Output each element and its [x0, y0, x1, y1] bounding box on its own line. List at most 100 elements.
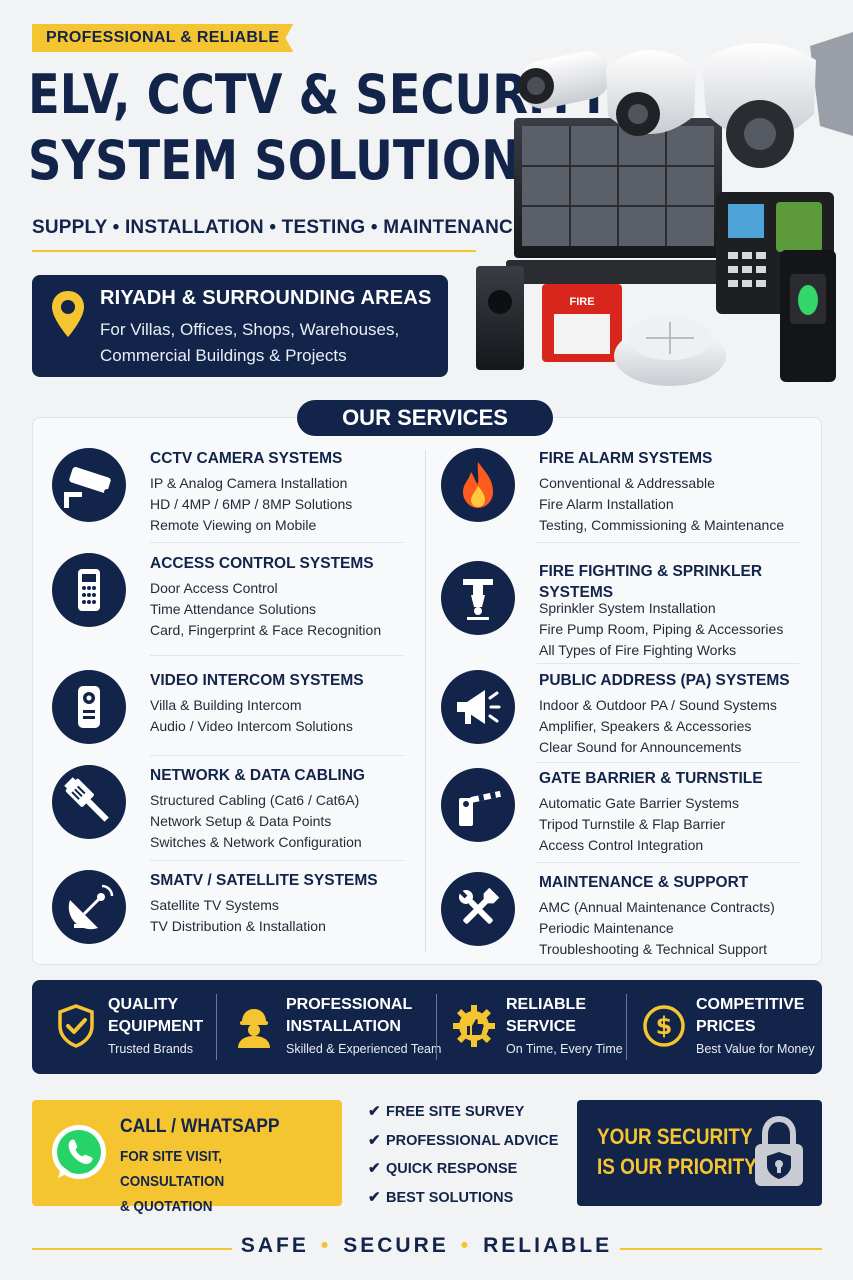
- feature-title-line2: INSTALLATION: [286, 1018, 401, 1035]
- service-title: SMATV / SATELLITE SYSTEMS: [150, 872, 378, 889]
- service-title: FIRE ALARM SYSTEMS: [539, 450, 713, 467]
- checklist-label: QUICK RESPONSE: [386, 1161, 518, 1177]
- worker-icon: [238, 1009, 270, 1048]
- feature-title-line1: PROFESSIONAL: [286, 996, 413, 1013]
- service-line: Sprinkler System Installation: [539, 600, 716, 616]
- services-column-divider: [425, 450, 426, 952]
- dome-camera-large: [702, 43, 816, 168]
- feature-title-line2: EQUIPMENT: [108, 1018, 204, 1035]
- priority-line2: IS OUR PRIORITY: [597, 1154, 757, 1179]
- hero-divider: [32, 250, 476, 252]
- location-description: For Villas, Offices, Shops, Warehouses, …: [100, 317, 440, 369]
- service-title: FIRE FIGHTING & SPRINKLER SYSTEMS: [539, 561, 819, 603]
- footer-tagline: SAFE•SECURE•RELIABLE: [0, 1234, 853, 1258]
- security-priority-banner: YOUR SECURITY IS OUR PRIORITY: [577, 1100, 822, 1206]
- services-panel: [32, 417, 822, 965]
- check-icon: ✔: [368, 1103, 381, 1120]
- service-line: Time Attendance Solutions: [150, 601, 317, 617]
- benefits-checklist: ✔ FREE SITE SURVEY ✔PROFESSIONAL ADVICE ✔…: [368, 1098, 558, 1212]
- service-title-line1: FIRE FIGHTING & SPRINKLER: [539, 563, 763, 580]
- service-line: TV Distribution & Installation: [150, 918, 326, 934]
- service-line: Testing, Commissioning & Maintenance: [539, 517, 785, 533]
- cctv-camera-icon: [52, 448, 126, 522]
- manual-call-point: FIRE: [542, 284, 622, 362]
- footer-word: RELIABLE: [483, 1234, 613, 1257]
- wall-mount-bracket: [810, 32, 853, 136]
- check-icon: ✔: [368, 1160, 381, 1177]
- check-icon: ✔: [368, 1188, 381, 1206]
- cta-description: FOR SITE VISIT, CONSULTATION & QUOTATION: [120, 1144, 329, 1219]
- service-line: Fire Pump Room, Piping & Accessories: [539, 621, 784, 637]
- checklist-item: ✔PROFESSIONAL ADVICE: [368, 1127, 558, 1156]
- pa-horn-speaker: [476, 266, 524, 370]
- service-title: CCTV CAMERA SYSTEMS: [150, 450, 343, 467]
- feature-divider: [626, 994, 627, 1060]
- features-bar: QUALITY EQUIPMENT Trusted Brands PROFESSI…: [32, 980, 822, 1074]
- gate-barrier-icon: [441, 768, 515, 842]
- service-line: All Types of Fire Fighting Works: [539, 642, 737, 658]
- service-line: Door Access Control: [150, 580, 278, 596]
- intercom-icon: [52, 670, 126, 744]
- service-line: IP & Analog Camera Installation: [150, 475, 348, 491]
- footer-word: SAFE: [240, 1234, 309, 1257]
- location-desc-line2: Commercial Buildings & Projects: [100, 346, 347, 365]
- checklist-label: FREE SITE SURVEY: [386, 1104, 525, 1120]
- service-line: HD / 4MP / 6MP / 8MP Solutions: [150, 496, 353, 512]
- service-line: Remote Viewing on Mobile: [150, 517, 317, 533]
- service-line: Fire Alarm Installation: [539, 496, 674, 512]
- feature-subtitle: Trusted Brands: [108, 1042, 193, 1056]
- shield-check-icon: [58, 1004, 94, 1048]
- call-whatsapp-cta[interactable]: CALL / WHATSAPP FOR SITE VISIT, CONSULTA…: [32, 1100, 342, 1215]
- service-line: Satellite TV Systems: [150, 897, 279, 913]
- service-separator: [150, 542, 404, 543]
- cta-desc-line1: FOR SITE VISIT, CONSULTATION: [120, 1148, 225, 1190]
- service-separator: [150, 655, 404, 656]
- service-title: ACCESS CONTROL SYSTEMS: [150, 555, 374, 572]
- feature-subtitle: Best Value for Money: [696, 1042, 815, 1056]
- feature-title-line1: QUALITY: [108, 996, 179, 1013]
- service-line: AMC (Annual Maintenance Contracts): [539, 899, 775, 915]
- service-title: VIDEO INTERCOM SYSTEMS: [150, 672, 364, 689]
- service-title: GATE BARRIER & TURNSTILE: [539, 770, 763, 787]
- hero-title-line1: ELV, CCTV & SECURITY: [28, 63, 611, 126]
- feature-subtitle: Skilled & Experienced Team: [286, 1042, 442, 1056]
- padlock-shield-icon: [755, 1115, 803, 1186]
- service-line: Network Setup & Data Points: [150, 813, 332, 829]
- service-line: Clear Sound for Announcements: [539, 739, 742, 755]
- feature-divider: [216, 994, 217, 1060]
- footer-rule-right: [620, 1248, 822, 1250]
- flame-icon: [441, 448, 515, 522]
- service-title: PUBLIC ADDRESS (PA) SYSTEMS: [539, 672, 790, 689]
- service-line: Automatic Gate Barrier Systems: [539, 795, 739, 811]
- sprinkler-icon: [441, 561, 515, 635]
- checklist-item: ✔ QUICK RESPONSE: [368, 1155, 558, 1184]
- hero-badge: PROFESSIONAL & RELIABLE: [32, 24, 294, 52]
- service-separator: [537, 542, 799, 543]
- feature-divider: [436, 994, 437, 1060]
- location-pin-icon: [52, 291, 84, 337]
- keypad-icon: [52, 553, 126, 627]
- service-line: Indoor & Outdoor PA / Sound Systems: [539, 697, 777, 713]
- service-line: Switches & Network Configuration: [150, 834, 362, 850]
- feature-title: QUALITY EQUIPMENT: [108, 994, 203, 1038]
- service-line: Structured Cabling (Cat6 / Cat6A): [150, 792, 360, 808]
- feature-subtitle: On Time, Every Time: [506, 1042, 623, 1056]
- megaphone-icon: [441, 670, 515, 744]
- priority-text: YOUR SECURITY IS OUR PRIORITY: [597, 1122, 757, 1182]
- service-separator: [537, 663, 799, 664]
- service-line: Audio / Video Intercom Solutions: [150, 718, 353, 734]
- satellite-dish-icon: [52, 870, 126, 944]
- feature-title-line2: SERVICE: [506, 1018, 576, 1035]
- service-line: Periodic Maintenance: [539, 920, 674, 936]
- service-separator: [537, 862, 799, 863]
- service-line: Villa & Building Intercom: [150, 697, 302, 713]
- service-line: Conventional & Addressable: [539, 475, 715, 491]
- service-title: MAINTENANCE & SUPPORT: [539, 874, 749, 891]
- gear-thumbs-up-icon: [453, 1005, 495, 1047]
- service-title-line2: SYSTEMS: [539, 584, 614, 601]
- service-title: NETWORK & DATA CABLING: [150, 767, 365, 784]
- service-line: Card, Fingerprint & Face Recognition: [150, 622, 382, 638]
- svg-text:$: $: [656, 1012, 673, 1040]
